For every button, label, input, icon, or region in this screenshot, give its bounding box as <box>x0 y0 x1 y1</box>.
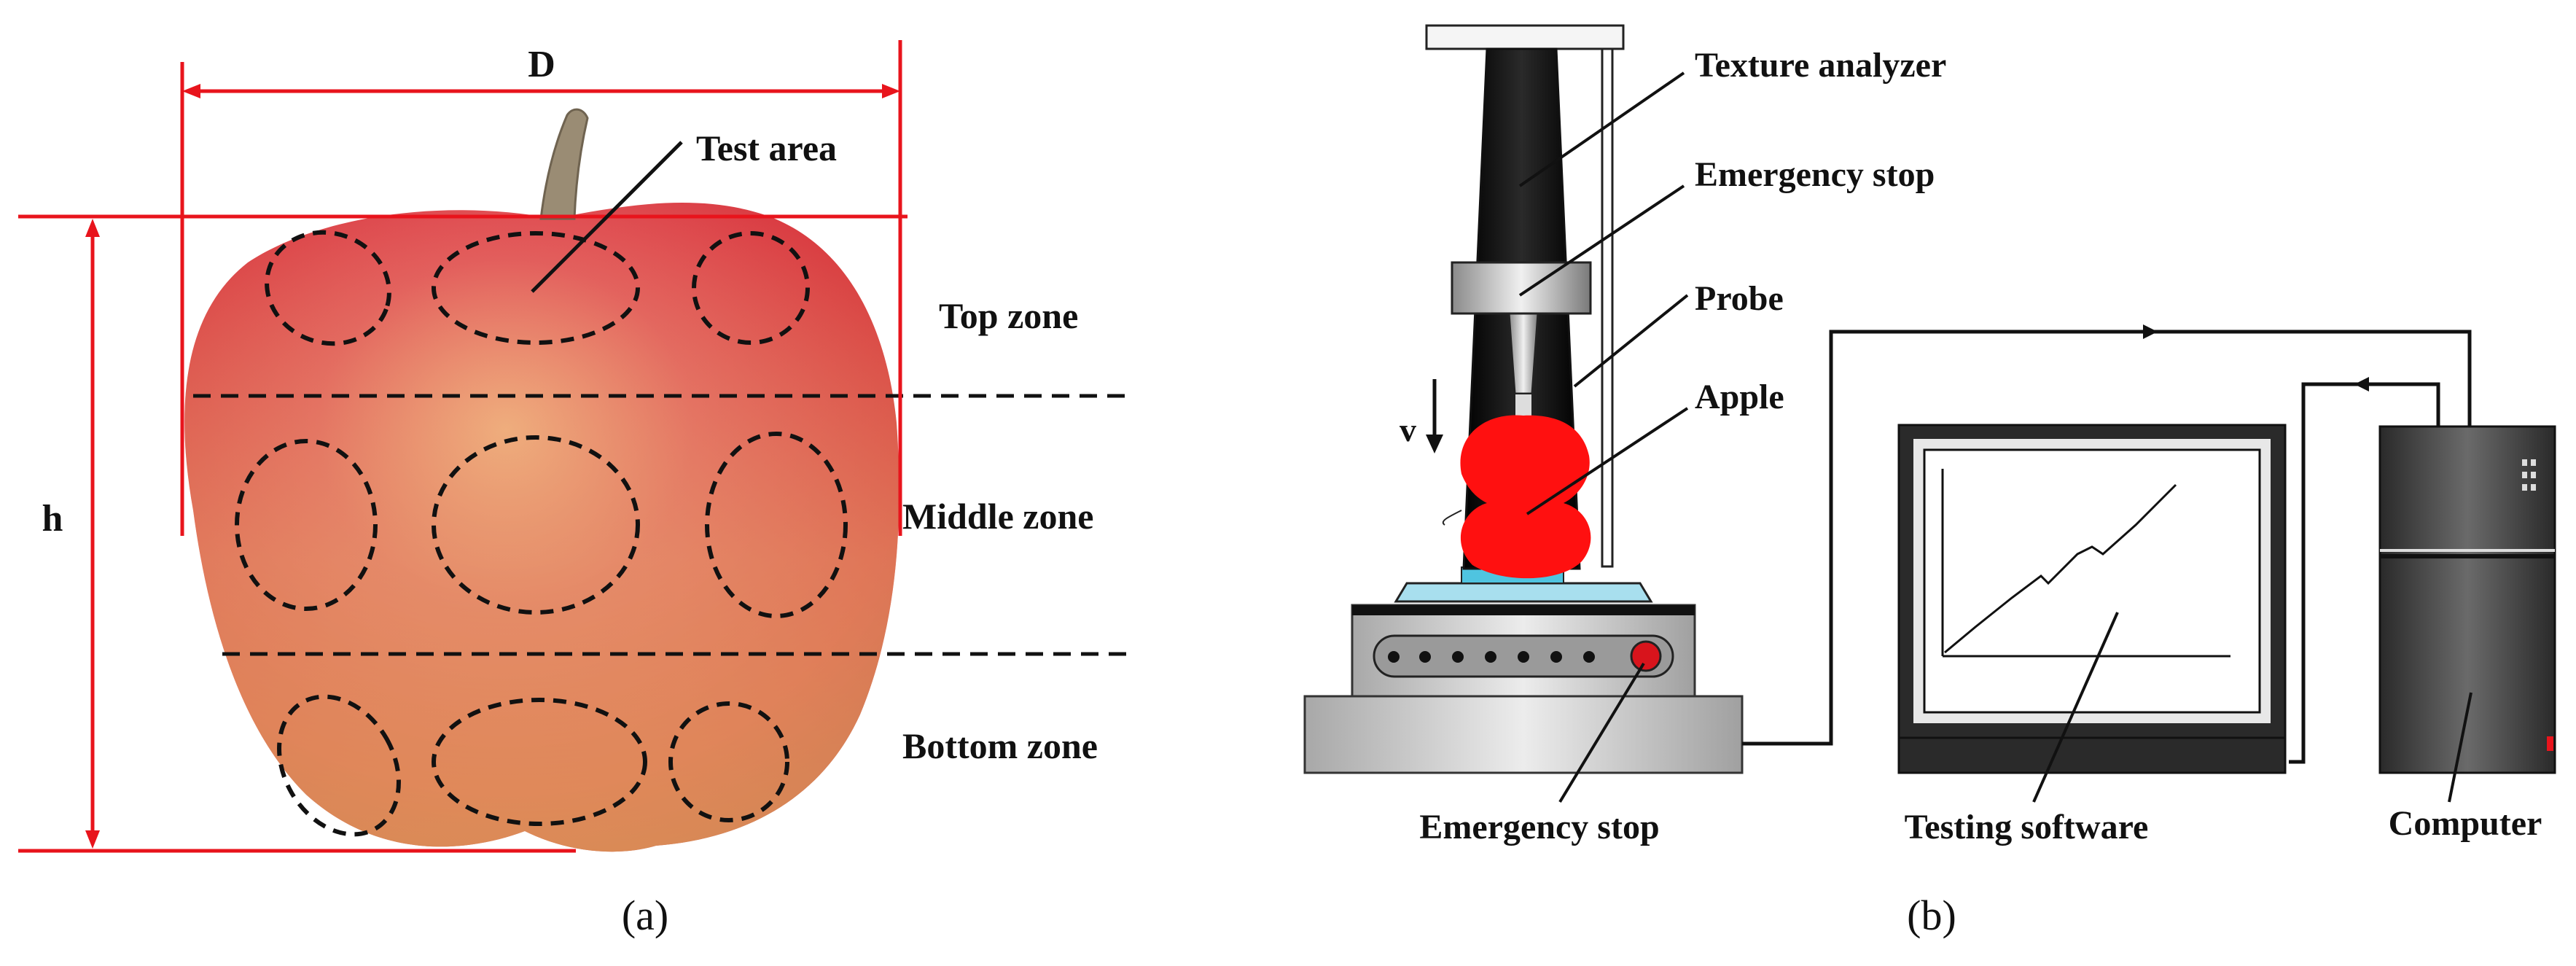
dimension-h <box>18 214 908 853</box>
monitor-icon <box>1897 424 2287 774</box>
computer-label: Computer <box>2389 804 2542 843</box>
test-area-bottom-center <box>432 698 647 826</box>
probe-tip <box>1514 393 1533 418</box>
testing-software-label: Testing software <box>1905 808 2149 846</box>
cable-arrow-1-icon <box>2143 324 2158 339</box>
stem-icon <box>539 108 589 220</box>
probe-label: Probe <box>1695 279 1784 318</box>
apple-photo <box>184 108 899 852</box>
analyzer-rod <box>1601 47 1614 568</box>
panel-a: D h Test area Top zone Middle zone Botto… <box>18 40 1126 939</box>
cable-arrow-2-icon <box>2354 377 2369 392</box>
test-area-top-right <box>692 231 810 345</box>
probe-leader <box>1573 294 1689 388</box>
crosshead <box>1451 261 1592 315</box>
caption-a: (a) <box>622 892 668 939</box>
panel-b: v Texture analyzer Emergency stop Probe … <box>1303 24 2556 939</box>
test-area-middle-center <box>432 435 640 615</box>
power-led-icon <box>2547 736 2553 751</box>
probe-icon <box>1507 312 1539 395</box>
top-zone-label: Top zone <box>939 295 1078 336</box>
bottom-zone-label: Bottom zone <box>902 725 1098 766</box>
emergency-stop-bottom-label: Emergency stop <box>1419 808 1659 846</box>
emergency-stop-button-icon <box>1630 640 1662 672</box>
analyzer-base <box>1303 695 1744 774</box>
test-area-leader <box>531 141 683 293</box>
dim-width-label: D <box>528 44 555 85</box>
texture-analyzer-leader <box>1518 71 1685 187</box>
test-area-bottom-left <box>277 694 401 837</box>
test-area-top-center <box>432 231 640 345</box>
emergency-stop-top-leader <box>1518 184 1685 297</box>
caption-b: (b) <box>1907 892 1956 939</box>
curve-graph <box>1944 483 2177 654</box>
analyzer-top-strip <box>1352 605 1695 615</box>
dim-height-label: h <box>42 498 63 540</box>
test-area-middle-right <box>705 432 848 618</box>
testing-software-leader <box>2032 612 2119 803</box>
sample-stage <box>1394 582 1653 603</box>
control-dots <box>1388 651 1595 663</box>
emergency-stop-top-label: Emergency stop <box>1695 155 1935 194</box>
test-area-top-left <box>265 230 391 346</box>
test-area-middle-left <box>235 439 378 611</box>
cable-analyzer-computer <box>1742 330 2472 746</box>
dimension-d <box>180 40 902 536</box>
texture-analyzer-label: Texture analyzer <box>1695 46 1946 85</box>
velocity-label: v <box>1400 411 1416 448</box>
apple-leader <box>1526 407 1689 515</box>
middle-zone-label: Middle zone <box>902 496 1093 537</box>
apple-label: Apple <box>1695 378 1784 416</box>
emergency-stop-bottom-leader <box>1558 662 1645 803</box>
computer-leader <box>2448 692 2472 803</box>
test-area-label: Test area <box>696 128 837 168</box>
velocity-arrowhead-icon <box>1426 435 1443 453</box>
test-area-bottom-right <box>668 701 789 822</box>
apple-stem-mark <box>1442 510 1462 526</box>
computer-icon <box>2378 425 2556 774</box>
apple-sample-icon <box>1460 415 1591 579</box>
cable-monitor-computer <box>2289 382 2440 764</box>
test-area-ellipses <box>235 230 848 837</box>
analyzer-top-cap <box>1425 24 1625 50</box>
